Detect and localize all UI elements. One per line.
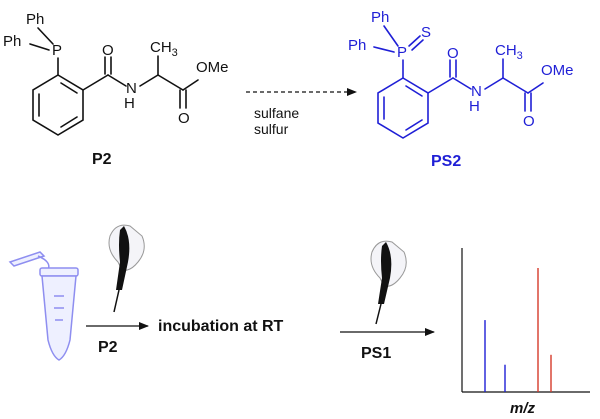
molecule-ps2 [373,25,544,139]
ps2-ph-lower: Ph [348,37,366,54]
compound-label-ps2: PS2 [431,153,461,170]
ps2-methyl: CH3 [495,42,523,62]
p2-amide-h: H [124,95,135,112]
compound-label-p2: P2 [92,151,112,168]
spectrum-axis-label: m/z [510,400,536,417]
eppendorf-tube-icon [8,251,79,361]
workflow-reagent-ps1: PS1 [361,345,391,362]
p2-ph-upper: Ph [26,11,44,28]
pipette-icon-2 [370,240,407,325]
ps2-ph-upper: Ph [371,9,389,26]
p2-methyl: CH3 [150,39,178,59]
reagent-sulfur: sulfur [254,121,289,137]
pipette-icon-1 [108,224,145,313]
workflow-reagent-p2: P2 [98,339,118,356]
ps2-phosphorus: P [397,44,407,61]
p2-ester-o: O [178,110,190,127]
mass-spectrum [461,248,590,393]
ps2-amide-h: H [469,98,480,115]
ps2-amide-n: N [471,83,482,100]
incubation-label: incubation at RT [158,318,284,335]
reagent-sulfane: sulfane [254,105,299,121]
ps2-carbonyl-o: O [447,45,459,62]
p2-ph-lower: Ph [3,33,21,50]
molecule-ps2-labels: Ph Ph P S O N H CH3 O OMe [348,9,574,130]
molecule-p2 [29,27,199,136]
p2-ome: OMe [196,59,229,76]
ps2-ester-o: O [523,113,535,130]
p2-carbonyl-o: O [102,42,114,59]
ps2-ome: OMe [541,62,574,79]
p2-amide-n: N [126,80,137,97]
p2-phosphorus: P [52,42,62,59]
molecule-p2-labels: Ph Ph P O N H CH3 O OMe [3,11,229,127]
ps2-sulfur: S [421,24,431,41]
